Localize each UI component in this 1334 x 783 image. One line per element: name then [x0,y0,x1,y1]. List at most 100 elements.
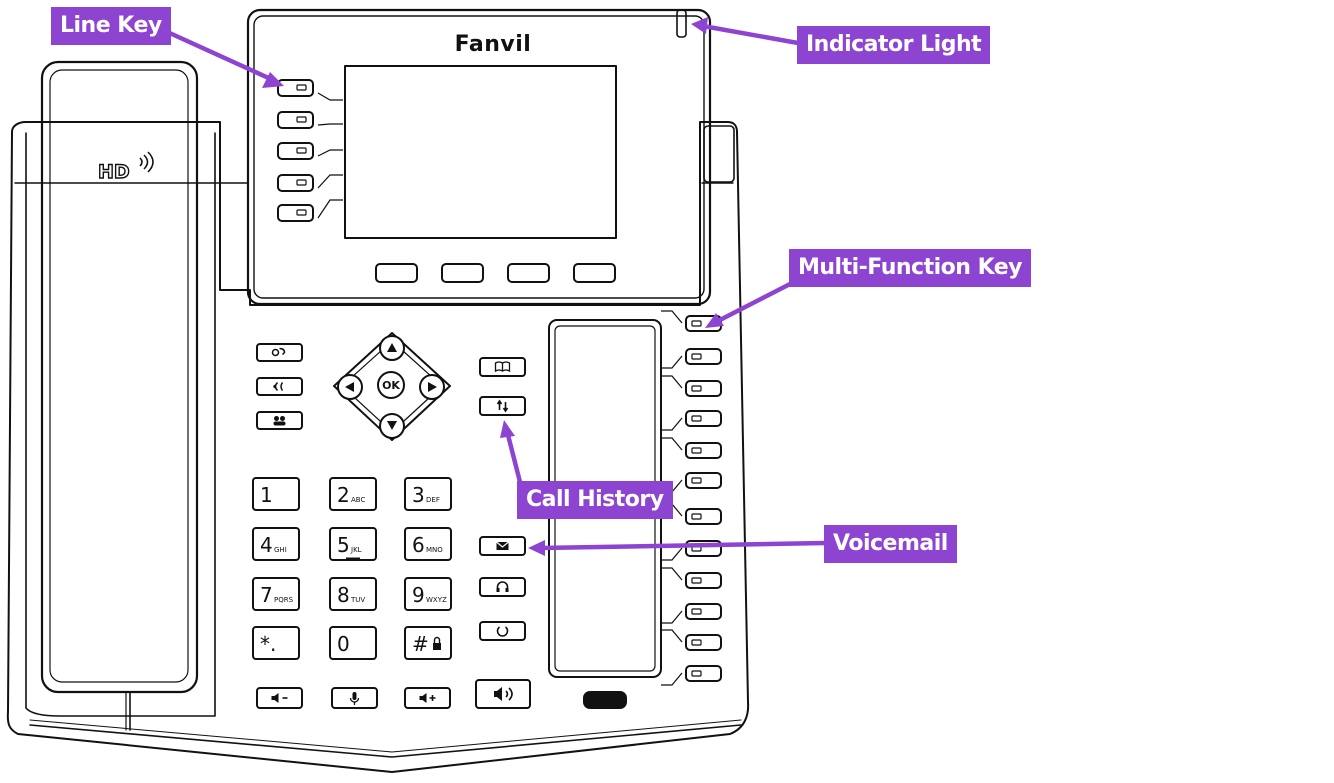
nav-left-button[interactable] [337,374,363,400]
keypad-key-10[interactable]: *. [252,626,300,660]
key-letters: GHI [274,546,287,554]
keypad-key-12[interactable]: # [404,626,452,660]
conference-icon [273,416,286,426]
key-digit: *. [260,632,276,656]
key-letters: JKL [350,546,362,554]
key-digit: 3 [412,483,425,507]
line-key-arrow [160,27,284,88]
multi-function-key-4[interactable] [661,410,722,431]
multi-function-key-arrow [705,280,795,328]
multi-function-key-callout: Multi-Function Key [789,249,1031,287]
line-key-1[interactable] [277,79,343,101]
transfer-key[interactable] [256,343,303,362]
transfer-icon [271,347,286,357]
hd-logo: HD [97,151,154,184]
volume-down-key[interactable] [256,687,303,709]
multi-function-key-8[interactable] [661,540,722,561]
volume-up-icon [419,693,436,703]
soft-key-3[interactable] [507,263,550,283]
redial-key[interactable] [479,621,526,641]
key-digit: 6 [412,533,425,557]
speaker-key[interactable] [475,679,531,709]
line-key-5[interactable] [277,199,343,222]
key-digit: 0 [337,632,350,656]
speaker-icon [494,687,513,701]
nav-right-button[interactable] [419,374,445,400]
voicemail-key[interactable] [479,536,526,556]
key-digit: 1 [260,483,273,507]
key-digit: 9 [412,583,425,607]
line-keys [277,79,343,222]
mute-icon [349,692,360,705]
nav-down-button[interactable] [379,413,405,439]
key-letters: MNO [426,546,443,554]
lock-icon [433,643,441,650]
brand-logo: Fanvil [455,32,532,57]
phone-base-inner [29,724,742,758]
key-letters: PQRS [274,596,294,604]
phone-base [6,121,750,773]
call-history-icon [496,399,509,413]
usb-slot [583,691,627,709]
multi-function-key-2[interactable] [661,348,722,369]
indicator-light [676,9,687,38]
line-key-4[interactable] [277,174,343,192]
volume-down-icon [271,693,288,703]
voicemail-callout: Voicemail [824,525,957,563]
hold-key[interactable] [256,377,303,396]
call-history-arrow [500,420,523,485]
soft-keys [375,263,616,283]
ok-button[interactable]: OK [377,371,405,399]
keypad-key-1[interactable]: 1 [252,477,300,511]
nav-up-button[interactable] [379,335,405,361]
key-letters: DEF [426,496,440,504]
display-housing [246,8,712,306]
navigation-keys: OK [337,335,445,439]
line-key-2[interactable] [277,111,343,129]
key-letters: WXYZ [426,596,447,604]
headset-key[interactable] [479,577,526,597]
mute-key[interactable] [331,687,378,709]
key-digit: 8 [337,583,350,607]
soft-key-4[interactable] [573,263,616,283]
voicemail-arrow [528,540,829,556]
multi-function-key-11[interactable] [661,629,722,651]
keypad-key-11[interactable]: 0 [329,626,377,660]
multi-function-key-10[interactable] [661,603,722,624]
multi-function-keys [661,310,722,686]
multi-function-key-5[interactable] [661,437,722,459]
call-history-key[interactable] [479,396,526,416]
line-key-3[interactable] [277,142,343,160]
multi-function-key-12[interactable] [661,665,722,686]
phonebook-icon [494,361,511,373]
line-key-callout: Line Key [51,7,171,45]
handset [25,60,216,731]
hold-icon [273,381,284,392]
key-letters: TUV [350,596,365,604]
redial-icon [496,626,509,637]
voicemail-icon [496,541,509,550]
volume-up-key[interactable] [404,687,451,709]
ok-label: OK [382,379,400,392]
key-digit: 5 [337,533,350,557]
multi-function-key-3[interactable] [661,375,722,397]
phonebook-key[interactable] [479,357,526,377]
key-letters: ABC [351,496,365,504]
soft-key-2[interactable] [441,263,484,283]
conference-key[interactable] [256,411,303,430]
hd-label: HD [98,161,130,183]
multi-function-key-9[interactable] [661,567,722,589]
key-digit: 2 [337,483,350,507]
callout-arrows [160,17,829,556]
soft-key-1[interactable] [375,263,418,283]
headset-icon [496,581,509,592]
